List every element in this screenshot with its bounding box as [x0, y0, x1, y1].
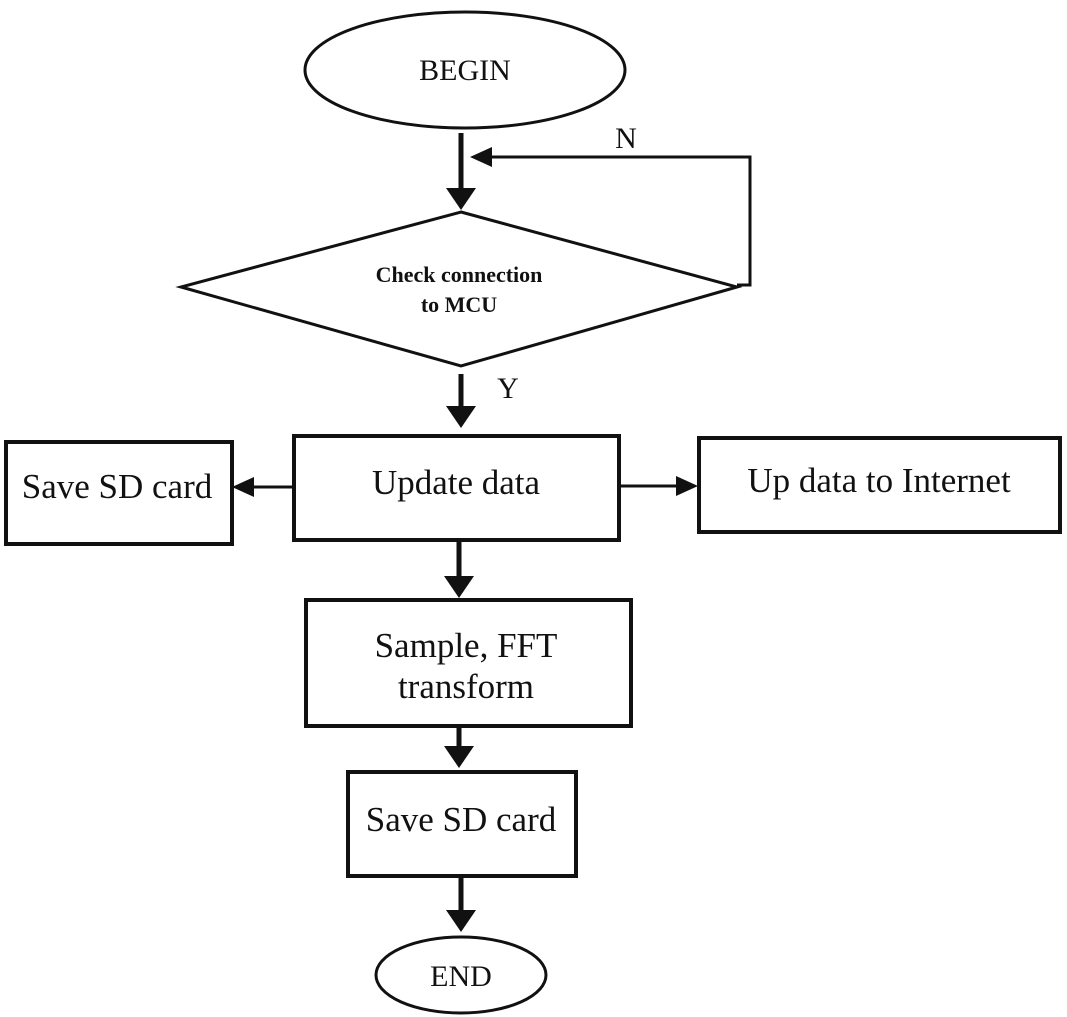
- arrow-decision-to-update: [446, 374, 476, 428]
- loop-back-no-branch: [470, 147, 752, 287]
- no-label: N: [615, 122, 637, 155]
- decision-label-line2: to MCU: [421, 292, 497, 317]
- sample-fft-box: Sample, FFT transform: [304, 598, 633, 728]
- begin-terminator: BEGIN: [303, 10, 627, 130]
- arrow-begin-to-decision: [446, 133, 476, 210]
- save-sd-card-left-box: Save SD card: [4, 440, 234, 546]
- end-label: END: [430, 960, 492, 993]
- save-sd-card-left-label: Save SD card: [22, 467, 213, 506]
- update-data-box: Update data: [292, 434, 621, 542]
- begin-label: BEGIN: [419, 54, 511, 87]
- arrow-update-to-upload: [619, 476, 698, 496]
- sample-fft-label-line2: transform: [398, 667, 534, 706]
- save-sd-card-bottom-box: Save SD card: [346, 770, 578, 878]
- sample-fft-label-line1: Sample, FFT: [375, 626, 558, 665]
- arrow-save-to-end: [446, 876, 476, 932]
- update-data-label: Update data: [372, 463, 541, 502]
- arrow-update-to-save-left: [232, 477, 294, 497]
- save-sd-card-bottom-label: Save SD card: [366, 800, 557, 839]
- decision-check-connection: Check connection to MCU: [175, 210, 743, 368]
- decision-label-line1: Check connection: [376, 262, 543, 287]
- arrow-update-to-sample: [444, 540, 474, 598]
- arrow-sample-to-save-bottom: [444, 726, 474, 768]
- yes-label: Y: [497, 372, 519, 405]
- end-terminator: END: [374, 935, 548, 1015]
- upload-internet-box: Up data to Internet: [697, 436, 1062, 534]
- upload-internet-label: Up data to Internet: [747, 461, 1011, 500]
